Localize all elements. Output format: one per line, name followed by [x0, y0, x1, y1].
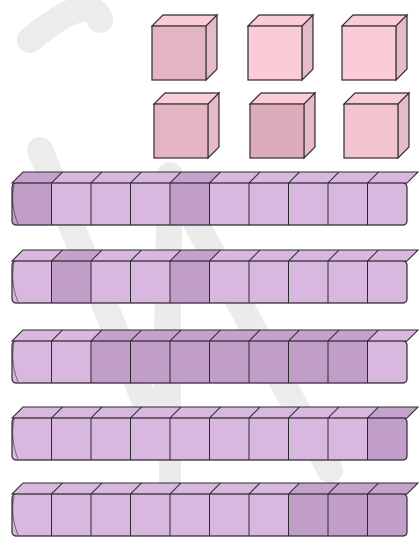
ten-rod-icon: [12, 250, 418, 303]
unit-cube-icon: [152, 15, 217, 80]
unit-cube-icon: [154, 93, 219, 158]
ten-rod-icon: [12, 172, 418, 225]
unit-cube-icon: [248, 15, 313, 80]
unit-cube-icon: [342, 15, 407, 80]
ten-rod-icon: [12, 330, 418, 383]
unit-cube-icon: [250, 93, 315, 158]
ones-cubes-group: [152, 15, 409, 158]
unit-cube-icon: [344, 93, 409, 158]
ten-rod-icon: [12, 407, 418, 460]
ten-rod-icon: [12, 483, 418, 536]
